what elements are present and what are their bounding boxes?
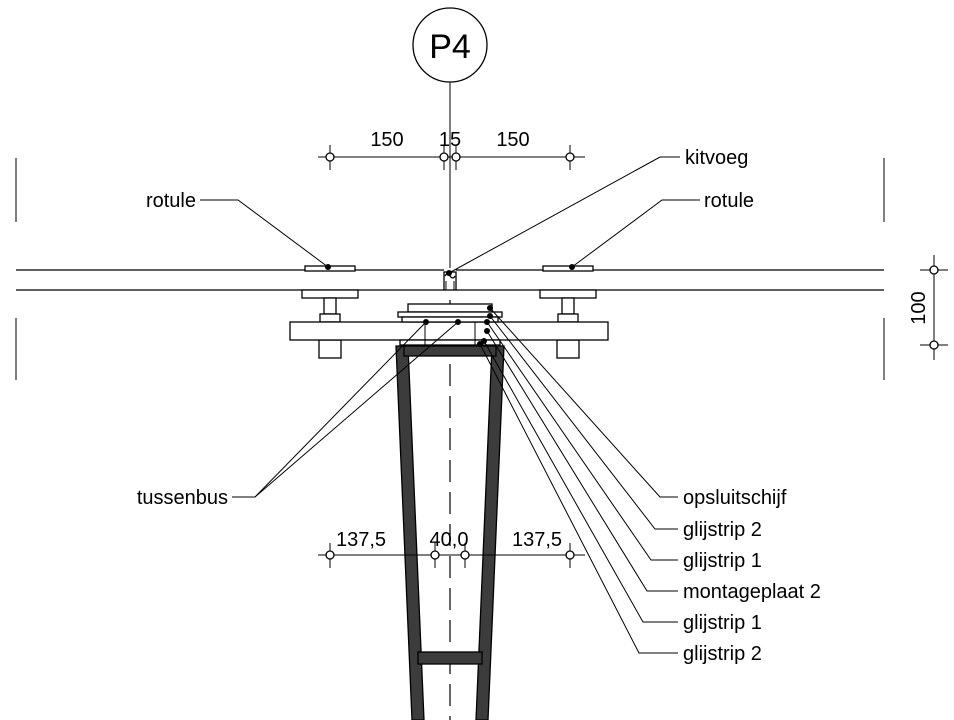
label-glijstrip-2a: glijstrip 2 [683,519,762,541]
bottom-dimension: 137,5 40,0 137,5 [318,529,585,568]
leader-rotule-right: rotule [569,190,754,270]
top-dimension: 150 15 150 [318,129,585,170]
dim-right: 100 [908,291,930,324]
label-tussenbus: tussenbus [137,487,228,509]
leader-glijstrip-1a: glijstrip 1 [484,319,762,572]
right-dimension: 100 [908,255,948,360]
label-rotule-left: rotule [146,190,196,212]
label-opsluitschijf: opsluitschijf [683,487,787,509]
label-glijstrip-1b: glijstrip 1 [683,612,762,634]
label-glijstrip-1a: glijstrip 1 [683,550,762,572]
label-rotule-right: rotule [704,190,754,212]
steel-post [395,345,505,720]
dim-top-left: 150 [370,129,403,151]
axis-marker: P4 [412,7,488,83]
rotule-left-fitting [301,265,359,359]
leader-glijstrip-2a: glijstrip 2 [487,313,762,541]
leader-glijstrip-1b: glijstrip 1 [481,338,762,634]
bracket-stack [289,303,609,346]
glass-panes [16,269,884,291]
label-kitvoeg: kitvoeg [685,147,748,169]
axis-marker-label: P4 [429,28,471,66]
limit-marks [15,158,885,380]
rotule-right-fitting [539,265,597,359]
dim-top-right: 150 [496,129,529,151]
label-montageplaat-2: montageplaat 2 [683,581,821,603]
leader-glijstrip-2b: glijstrip 2 [477,341,762,665]
dim-top-mid: 15 [439,129,461,151]
leader-tussenbus: tussenbus [137,319,461,509]
leader-rotule-left: rotule [146,190,331,270]
leader-montageplaat-2: montageplaat 2 [484,328,821,603]
leader-opsluitschijf: opsluitschijf [487,305,787,509]
dim-bottom-right: 137,5 [512,529,562,551]
dim-bottom-left: 137,5 [336,529,386,551]
label-glijstrip-2b: glijstrip 2 [683,643,762,665]
leader-kitvoeg: kitvoeg [446,147,748,276]
dim-bottom-mid: 40,0 [430,529,469,551]
